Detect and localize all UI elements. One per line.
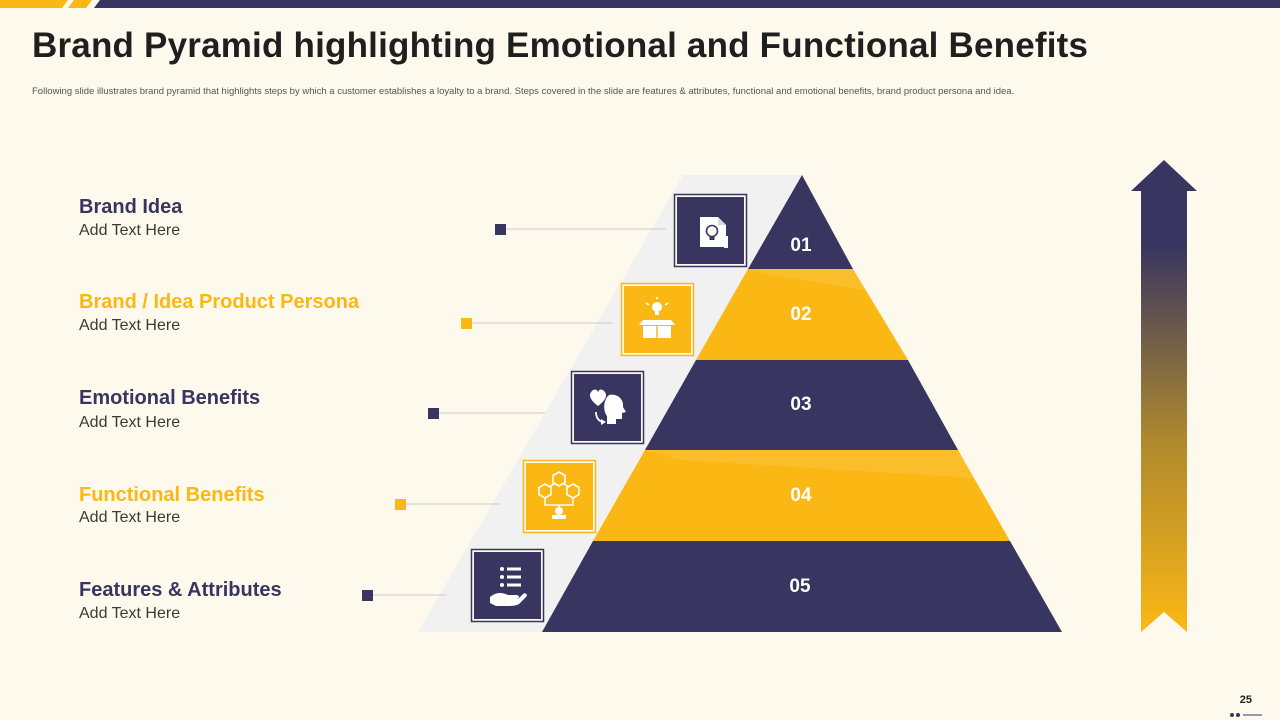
product-box-icon xyxy=(639,297,675,338)
heart-head-icon xyxy=(590,389,626,425)
connector-04 xyxy=(395,499,500,510)
level-text-02: Add Text Here xyxy=(79,317,180,334)
icon-box-05 xyxy=(470,548,545,623)
pyramid-band-01 xyxy=(748,175,853,269)
idea-document-icon xyxy=(700,217,728,248)
slide-title: Brand Pyramid highlighting Emotional and… xyxy=(32,26,1089,65)
icon-box-02 xyxy=(620,282,695,357)
level-title-05: Features & Attributes xyxy=(79,579,282,601)
level-text-04: Add Text Here xyxy=(79,509,180,526)
icon-box-04 xyxy=(522,459,597,534)
upward-arrow xyxy=(1131,160,1197,632)
connector-03 xyxy=(428,408,545,419)
pyramid-band-02 xyxy=(696,269,908,360)
level-text-01: Add Text Here xyxy=(79,222,180,239)
icon-box-03 xyxy=(570,370,645,445)
pyramid-sheen-04 xyxy=(645,450,975,478)
level-number-05: 05 xyxy=(789,576,811,597)
level-number-04: 04 xyxy=(790,485,812,506)
workflow-icon xyxy=(538,471,580,519)
hand-list-icon xyxy=(490,567,527,606)
pyramid-band-03 xyxy=(645,360,958,450)
connector-05 xyxy=(362,590,447,601)
top-accent-bar xyxy=(0,0,1280,8)
connector-01 xyxy=(495,224,666,235)
icon-box-01 xyxy=(673,193,748,268)
level-title-01: Brand Idea xyxy=(79,196,183,218)
level-number-03: 03 xyxy=(790,394,811,415)
level-number-01: 01 xyxy=(790,235,812,256)
level-title-02: Brand / Idea Product Persona xyxy=(79,291,360,313)
pyramid-sheen-02 xyxy=(748,269,866,290)
level-title-03: Emotional Benefits xyxy=(79,387,260,409)
level-text-03: Add Text Here xyxy=(79,414,180,431)
level-number-02: 02 xyxy=(790,304,811,325)
pyramid-band-05 xyxy=(542,541,1062,632)
pyramid-band-04 xyxy=(593,450,1010,541)
footer-mark xyxy=(1230,713,1262,717)
connector-02 xyxy=(461,318,612,329)
slide-subtitle: Following slide illustrates brand pyrami… xyxy=(32,86,1015,97)
level-title-04: Functional Benefits xyxy=(79,484,265,506)
level-text-05: Add Text Here xyxy=(79,605,180,622)
page-number: 25 xyxy=(1239,694,1252,706)
